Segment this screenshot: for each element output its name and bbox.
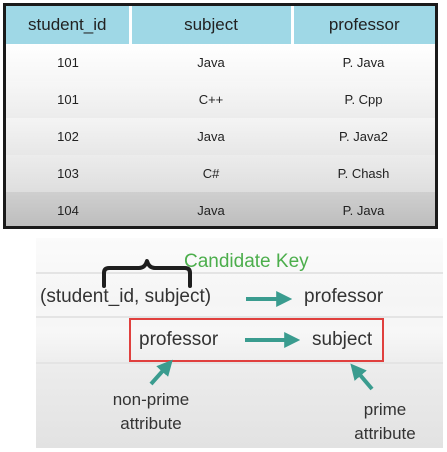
curly-brace-icon xyxy=(102,259,192,288)
highlight-box xyxy=(129,318,384,362)
diagram-graphics xyxy=(102,259,374,391)
cell-student-id: 101 xyxy=(6,81,130,118)
cell-subject: Java xyxy=(130,44,292,81)
cell-subject: Java xyxy=(130,192,292,226)
prime-attribute-label: prime attribute xyxy=(340,398,430,446)
header-professor: professor xyxy=(290,6,435,44)
table-row: 102 Java P. Java2 xyxy=(6,118,435,155)
non-prime-line2: attribute xyxy=(120,414,182,433)
table-row: 101 Java P. Java xyxy=(6,44,435,81)
non-prime-line1: non-prime xyxy=(112,390,190,409)
prime-line1: prime xyxy=(363,400,407,419)
cell-professor: P. Java2 xyxy=(292,118,435,155)
table-row: 104 Java P. Java xyxy=(6,192,435,226)
determinant-text: (student_id, subject) xyxy=(40,286,212,307)
non-prime-attribute-label: non-prime attribute xyxy=(96,388,206,436)
cell-professor: P. Java xyxy=(292,44,435,81)
header-student-id: student_id xyxy=(6,6,130,44)
cell-student-id: 102 xyxy=(6,118,130,155)
cell-professor: P. Cpp xyxy=(292,81,435,118)
cell-student-id: 101 xyxy=(6,44,130,81)
divider-line xyxy=(36,316,443,318)
cell-subject: C++ xyxy=(130,81,292,118)
cell-professor: P. Chash xyxy=(292,155,435,192)
fd-right-text: subject xyxy=(312,329,373,350)
divider-line xyxy=(36,272,443,274)
candidate-key-label: Candidate Key xyxy=(184,251,309,272)
prime-pointer-icon xyxy=(350,363,374,391)
cell-subject: Java xyxy=(130,118,292,155)
non-prime-pointer-icon xyxy=(149,359,173,386)
divider-line xyxy=(36,362,443,364)
student-subject-table: student_id subject professor 101 Java P.… xyxy=(3,3,438,229)
prime-line2: attribute xyxy=(354,424,416,443)
cell-student-id: 104 xyxy=(6,192,130,226)
table-header-row: student_id subject professor xyxy=(6,6,435,44)
functional-dependency-diagram: Candidate Key (student_id, subject) prof… xyxy=(36,238,443,448)
cell-subject: C# xyxy=(130,155,292,192)
data-table: student_id subject professor 101 Java P.… xyxy=(6,6,435,226)
fd-left-text: professor xyxy=(139,329,219,350)
cell-student-id: 103 xyxy=(6,155,130,192)
header-subject: subject xyxy=(128,6,292,44)
table-row: 103 C# P. Chash xyxy=(6,155,435,192)
cell-professor: P. Java xyxy=(292,192,435,226)
table-row: 101 C++ P. Cpp xyxy=(6,81,435,118)
dependent-text: professor xyxy=(304,286,384,307)
